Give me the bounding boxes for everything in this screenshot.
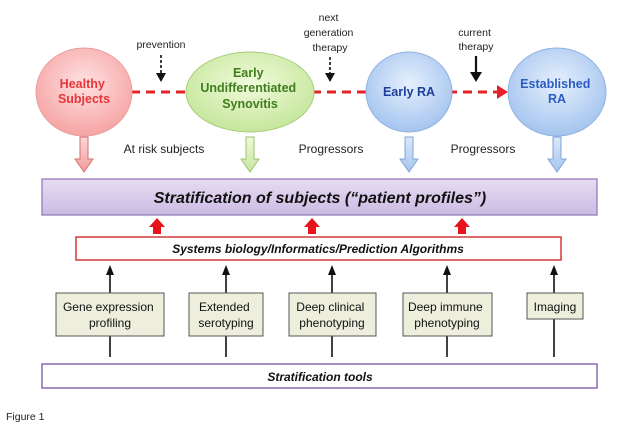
- stratification-tools-box: [41, 363, 598, 389]
- stage-label-early-ra: Early RA: [383, 85, 435, 99]
- stage-label-established-ra: Established RA: [520, 77, 594, 106]
- progression-arrows: [131, 85, 508, 99]
- progression-arrowhead: [497, 85, 508, 99]
- next-gen-arrow: [325, 57, 335, 82]
- red-up-arrow-1: [149, 218, 165, 234]
- stratification-box-label: Stratification of subjects (“patient pro…: [154, 190, 486, 207]
- tool-deep-clinical: [288, 292, 377, 337]
- tool-extended-serotyping-label: Extended serotyping: [198, 300, 253, 330]
- intervention-next-gen: next generation therapy: [304, 12, 357, 54]
- red-up-arrow-3: [454, 218, 470, 234]
- tool-imaging-label: Imaging: [534, 300, 577, 314]
- figure-label: Figure 1: [6, 411, 45, 423]
- stage-label-early-undiff: Early Undifferentiated Synovitis: [200, 66, 299, 111]
- current-arrow: [470, 56, 482, 82]
- prevention-arrow: [156, 55, 166, 82]
- stage-label-healthy: Healthy Subjects: [58, 77, 110, 106]
- tool-deep-clinical-label: Deep clinical phenotyping: [296, 300, 367, 330]
- tool-imaging: [526, 292, 584, 320]
- down-arrow-early-undiff: [240, 136, 260, 173]
- stage-early-ra: [365, 51, 453, 133]
- down-arrow-established-ra: [547, 136, 567, 173]
- systems-biology-label: Systems biology/Informatics/Prediction A…: [172, 242, 464, 256]
- systems-biology-box: [75, 236, 562, 261]
- red-up-arrow-2: [304, 218, 320, 234]
- down-arrow-early-ra: [399, 136, 419, 173]
- stage-early-undiff: [185, 51, 315, 133]
- label-progressors-1: Progressors: [299, 142, 364, 156]
- tool-gene-expression: [55, 292, 165, 337]
- stage-healthy: [35, 47, 133, 137]
- down-arrow-healthy: [74, 136, 94, 173]
- intervention-prevention: prevention: [136, 39, 185, 51]
- stage-established-ra: [507, 47, 607, 137]
- intervention-current: current therapy: [458, 27, 494, 53]
- tool-deep-immune-label: Deep immune phenotyping: [408, 300, 486, 330]
- label-progressors-2: Progressors: [451, 142, 516, 156]
- tool-extended-serotyping: [188, 292, 264, 337]
- stratification-box: [41, 178, 598, 216]
- tool-deep-immune: [402, 292, 493, 337]
- tool-gene-expression-label: Gene expression profiling: [63, 300, 157, 330]
- label-at-risk: At risk subjects: [124, 142, 205, 156]
- red-up-arrows: [149, 218, 470, 234]
- stratification-tools-label: Stratification tools: [267, 370, 373, 384]
